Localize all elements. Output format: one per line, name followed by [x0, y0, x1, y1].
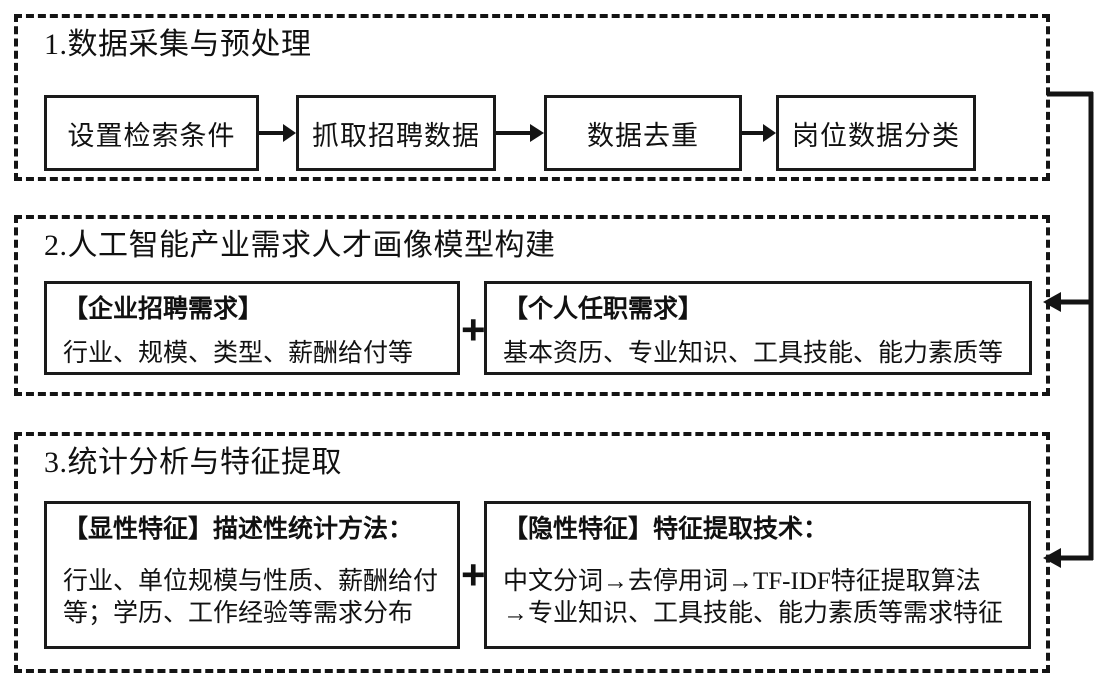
feature-box-heading: 【显性特征】描述性统计方法： [63, 516, 414, 543]
process-box-crawl-recruitment-data[interactable]: 抓取招聘数据 [296, 95, 496, 171]
process-box-classify-job-data[interactable]: 岗位数据分类 [776, 95, 976, 171]
plus-joiner-icon: + [461, 551, 486, 598]
process-box-label: 抓取招聘数据 [312, 120, 480, 151]
feature-box-body-line-2: →专业知识、工具技能、能力素质等需求特征 [503, 600, 1004, 627]
arrow-right-icon [496, 123, 544, 143]
feature-box-implicit[interactable]: 【隐性特征】特征提取技术： 中文分词→去停用词→TF-IDF特征提取算法 →专业… [484, 501, 1031, 649]
feature-box-body-line-1: 中文分词→去停用词→TF-IDF特征提取算法 [503, 568, 981, 595]
stage-1-data-collection: 1.数据采集与预处理 设置检索条件 抓取招聘数据 数据去重 [14, 14, 1050, 181]
arrow-right-icon [742, 123, 776, 143]
stage-3-statistics-and-feature-extraction: 3.统计分析与特征提取 【显性特征】描述性统计方法： 行业、单位规模与性质、薪酬… [14, 432, 1050, 673]
feature-box-body-line-1: 行业、单位规模与性质、薪酬给付 [63, 568, 439, 595]
stage-3-title: 3.统计分析与特征提取 [44, 446, 342, 479]
requirement-box-body: 基本资历、专业知识、工具技能、能力素质等 [503, 340, 1004, 367]
requirement-box-body: 行业、规模、类型、薪酬给付等 [63, 340, 414, 367]
feature-box-explicit[interactable]: 【显性特征】描述性统计方法： 行业、单位规模与性质、薪酬给付 等；学历、工作经验… [44, 501, 460, 649]
stage-2-title: 2.人工智能产业需求人才画像模型构建 [44, 229, 556, 262]
process-box-deduplicate-data[interactable]: 数据去重 [544, 95, 742, 171]
requirement-box-enterprise[interactable]: 【企业招聘需求】 行业、规模、类型、薪酬给付等 [44, 281, 460, 375]
process-box-label: 岗位数据分类 [792, 120, 960, 151]
arrow-right-icon [259, 123, 296, 143]
stage-1-title: 1.数据采集与预处理 [44, 28, 312, 61]
feature-box-heading: 【隐性特征】特征提取技术： [503, 516, 829, 543]
feature-box-body-line-2: 等；学历、工作经验等需求分布 [63, 600, 414, 627]
requirement-box-individual[interactable]: 【个人任职需求】 基本资历、专业知识、工具技能、能力素质等 [484, 281, 1032, 375]
requirement-box-heading: 【企业招聘需求】 [63, 296, 264, 323]
plus-joiner-icon: + [461, 306, 486, 353]
process-box-set-search-conditions[interactable]: 设置检索条件 [44, 95, 259, 171]
process-box-label: 设置检索条件 [67, 120, 236, 151]
stage-2-talent-profile-model: 2.人工智能产业需求人才画像模型构建 【企业招聘需求】 行业、规模、类型、薪酬给… [14, 215, 1050, 396]
process-box-label: 数据去重 [587, 120, 699, 151]
requirement-box-heading: 【个人任职需求】 [503, 296, 704, 323]
